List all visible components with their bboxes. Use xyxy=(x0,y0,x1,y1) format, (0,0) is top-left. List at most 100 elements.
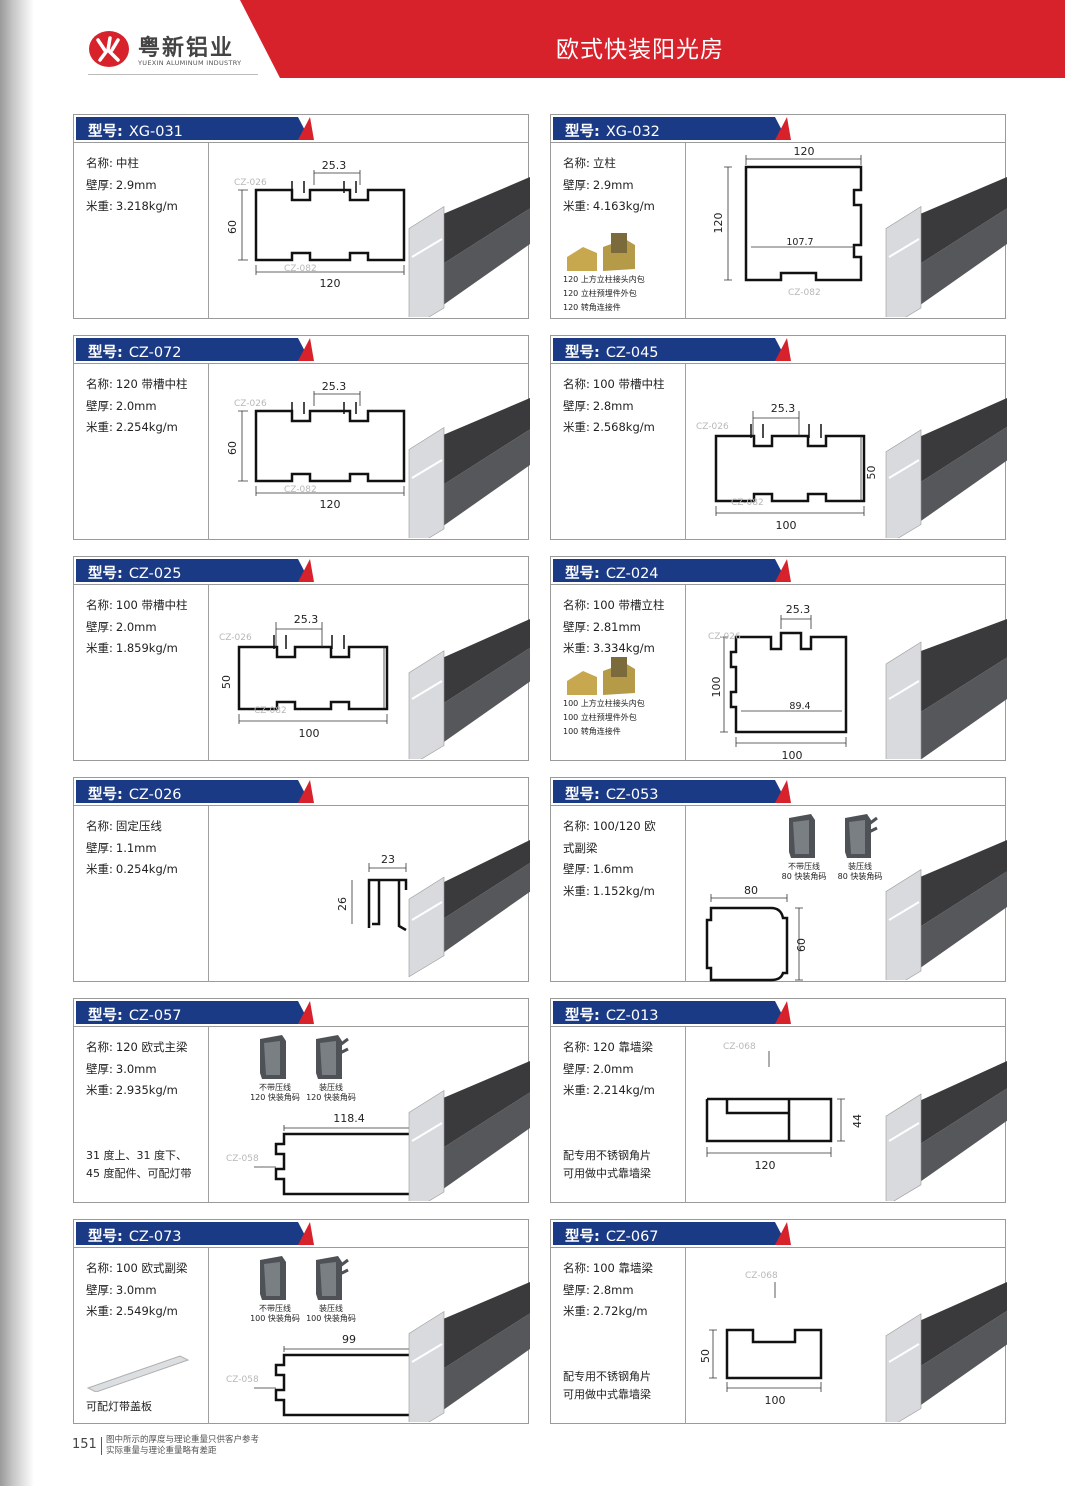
spec-value: 2.935kg/m xyxy=(115,1083,178,1097)
logo-underline xyxy=(88,74,258,75)
profile-3d-render xyxy=(408,1061,530,1201)
model-tab: 型号:CZ-072 xyxy=(76,338,310,361)
accessory-label: 120 快装角码 xyxy=(306,1093,356,1102)
card-header: 型号:CZ-072 xyxy=(74,336,528,364)
profile-3d-render xyxy=(408,619,530,759)
spec-label: 名称: xyxy=(563,1040,590,1054)
footer-divider xyxy=(101,1437,102,1455)
model-label: 型号:XG-031 xyxy=(88,120,183,141)
dimension-label: 99 xyxy=(342,1333,356,1346)
accessory-label: 100 转角连接件 xyxy=(563,727,621,736)
spec-value: 固定压线 xyxy=(115,819,162,833)
profile-end-face xyxy=(408,1089,445,1201)
spec-value: 100 靠墙梁 xyxy=(592,1261,653,1275)
spec-value: 120 带槽中柱 xyxy=(115,377,188,391)
dimension-label: 118.4 xyxy=(333,1112,365,1125)
model-prefix: 型号: xyxy=(88,1008,123,1024)
dimension-label: 25.3 xyxy=(786,603,811,616)
model-number: CZ-072 xyxy=(128,345,182,361)
spec-label: 名称: xyxy=(563,1261,590,1275)
spec-value: 1.6mm xyxy=(592,862,634,876)
spec-label: 壁厚: xyxy=(86,619,113,634)
brand-name-en: YUEXIN ALUMINUM INDUSTRY xyxy=(138,59,242,67)
dimension-label: 60 xyxy=(226,220,239,234)
spec-label: 壁厚: xyxy=(563,398,590,413)
dimension-label: 120 xyxy=(712,213,725,234)
spec-row-wall: 壁厚:1.1mm xyxy=(86,838,204,860)
spec-label: 名称: xyxy=(86,156,113,170)
corner-bracket-icon xyxy=(845,814,878,858)
reference-label: CZ-026 xyxy=(219,633,252,643)
model-label: 型号:CZ-073 xyxy=(88,1225,182,1246)
corner-bracket-icon xyxy=(316,1035,349,1079)
spec-value: 100 带槽立柱 xyxy=(592,598,665,612)
model-tab: 型号:XG-031 xyxy=(76,117,310,141)
note-line: 可配灯带盖板 xyxy=(86,1400,152,1413)
profile-slot-line xyxy=(888,901,920,921)
model-number: CZ-024 xyxy=(605,566,659,582)
spec-label: 米重: xyxy=(563,883,590,898)
accessory-label: 不带压线 xyxy=(259,1304,291,1313)
model-label: 型号:CZ-053 xyxy=(565,783,659,804)
accessory-label: 装压线 xyxy=(319,1304,343,1313)
spec-value: 4.163kg/m xyxy=(592,199,655,213)
spec-value: 120 靠墙梁 xyxy=(592,1040,653,1054)
model-tab: 型号:CZ-026 xyxy=(76,780,310,803)
bracket-icon xyxy=(567,657,635,695)
spec-row-wall: 壁厚:1.6mm xyxy=(563,859,681,881)
spec-row-wall: 壁厚:2.0mm xyxy=(86,396,204,418)
header-band xyxy=(240,0,1065,78)
spec-row-weight: 米重:2.254kg/m xyxy=(86,417,204,439)
spec-label: 米重: xyxy=(86,641,113,655)
spec-label: 壁厚: xyxy=(86,398,113,413)
corner-bracket-icon xyxy=(260,1256,286,1300)
profile-end-face xyxy=(885,1313,922,1422)
model-prefix: 型号: xyxy=(565,566,600,582)
spec-value: 2.9mm xyxy=(592,177,634,192)
column-divider xyxy=(685,806,686,982)
product-note: 可配灯带盖板 xyxy=(86,1398,206,1416)
accessory-label: 120 快装角码 xyxy=(250,1093,300,1102)
model-label: 型号:CZ-057 xyxy=(88,1004,182,1025)
product-note: 配专用不锈钢角片可用做中式靠墙梁 xyxy=(563,1147,683,1183)
spec-row-weight: 米重:3.334kg/m xyxy=(563,638,681,660)
spec-value: 120 欧式主梁 xyxy=(115,1040,188,1054)
accessory-label: 装压线 xyxy=(848,862,872,871)
dimension-label: 120 xyxy=(794,145,815,158)
model-label: 型号:XG-032 xyxy=(565,120,660,141)
card-header: 型号: CZ-024 xyxy=(551,557,1005,585)
dimension-label: 100 xyxy=(710,677,723,698)
profile-3d-render xyxy=(885,1061,1007,1201)
tab-accent xyxy=(775,338,791,361)
profile-end-face xyxy=(885,868,922,980)
accessory-label: 100 立柱预埋件外包 xyxy=(563,713,637,722)
accessory-label: 100 快装角码 xyxy=(306,1314,356,1323)
spec-label: 名称: xyxy=(86,598,113,612)
spec-row-wall: 壁厚:2.8mm xyxy=(563,1280,681,1302)
spec-label: 米重: xyxy=(563,199,590,213)
page-binding-shadow xyxy=(0,0,34,1486)
spec-row-name: 名称:120 靠墙梁 xyxy=(563,1037,681,1059)
dimension-label: 50 xyxy=(865,466,878,480)
column-divider xyxy=(208,806,209,982)
dimension-label: 80 xyxy=(744,884,758,897)
dimension-label: 25.3 xyxy=(771,402,796,415)
brand-name-cn: 粤新铝业 xyxy=(138,36,235,61)
profile-3d-render xyxy=(885,398,1007,538)
spec-row-wall: 壁厚:2.9mm xyxy=(86,175,204,197)
